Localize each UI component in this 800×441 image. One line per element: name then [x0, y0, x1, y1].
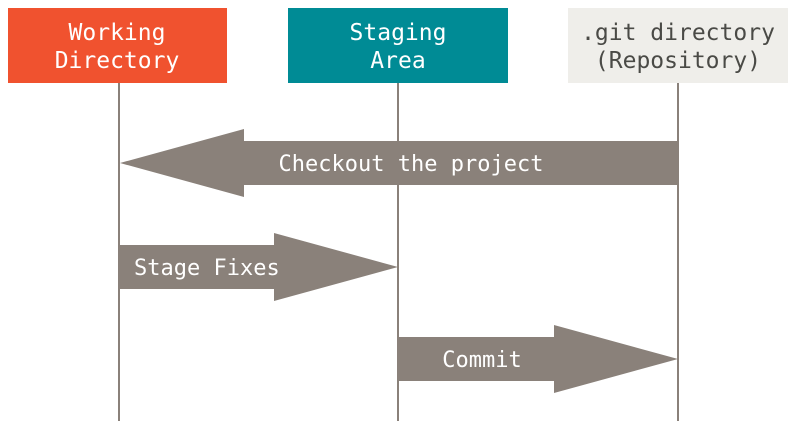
arrow-checkout-shape	[120, 129, 678, 197]
arrow-checkout-the-project: Checkout the project	[120, 129, 678, 197]
area-working-directory: Working Directory	[8, 8, 227, 83]
arrow-stage-shape	[119, 233, 398, 301]
arrow-commit-shape	[398, 325, 678, 393]
area-repository-box	[568, 8, 788, 83]
arrow-stage-label: Stage Fixes	[134, 256, 280, 281]
arrow-checkout-label: Checkout the project	[279, 152, 544, 177]
area-staging-label-line1: Staging	[350, 20, 447, 46]
area-repository-label-line2: (Repository)	[595, 48, 761, 74]
arrow-commit-label: Commit	[442, 348, 521, 373]
area-working-box	[8, 8, 227, 83]
arrow-commit: Commit	[398, 325, 678, 393]
area-staging-label-line2: Area	[370, 48, 425, 74]
area-working-label-line2: Directory	[55, 48, 180, 74]
area-staging-area: Staging Area	[288, 8, 508, 83]
area-repository-label-line1: .git directory	[581, 20, 775, 46]
area-staging-box	[288, 8, 508, 83]
arrow-stage-fixes: Stage Fixes	[119, 233, 398, 301]
area-git-repository: .git directory (Repository)	[568, 8, 788, 83]
area-working-label-line1: Working	[69, 20, 166, 46]
